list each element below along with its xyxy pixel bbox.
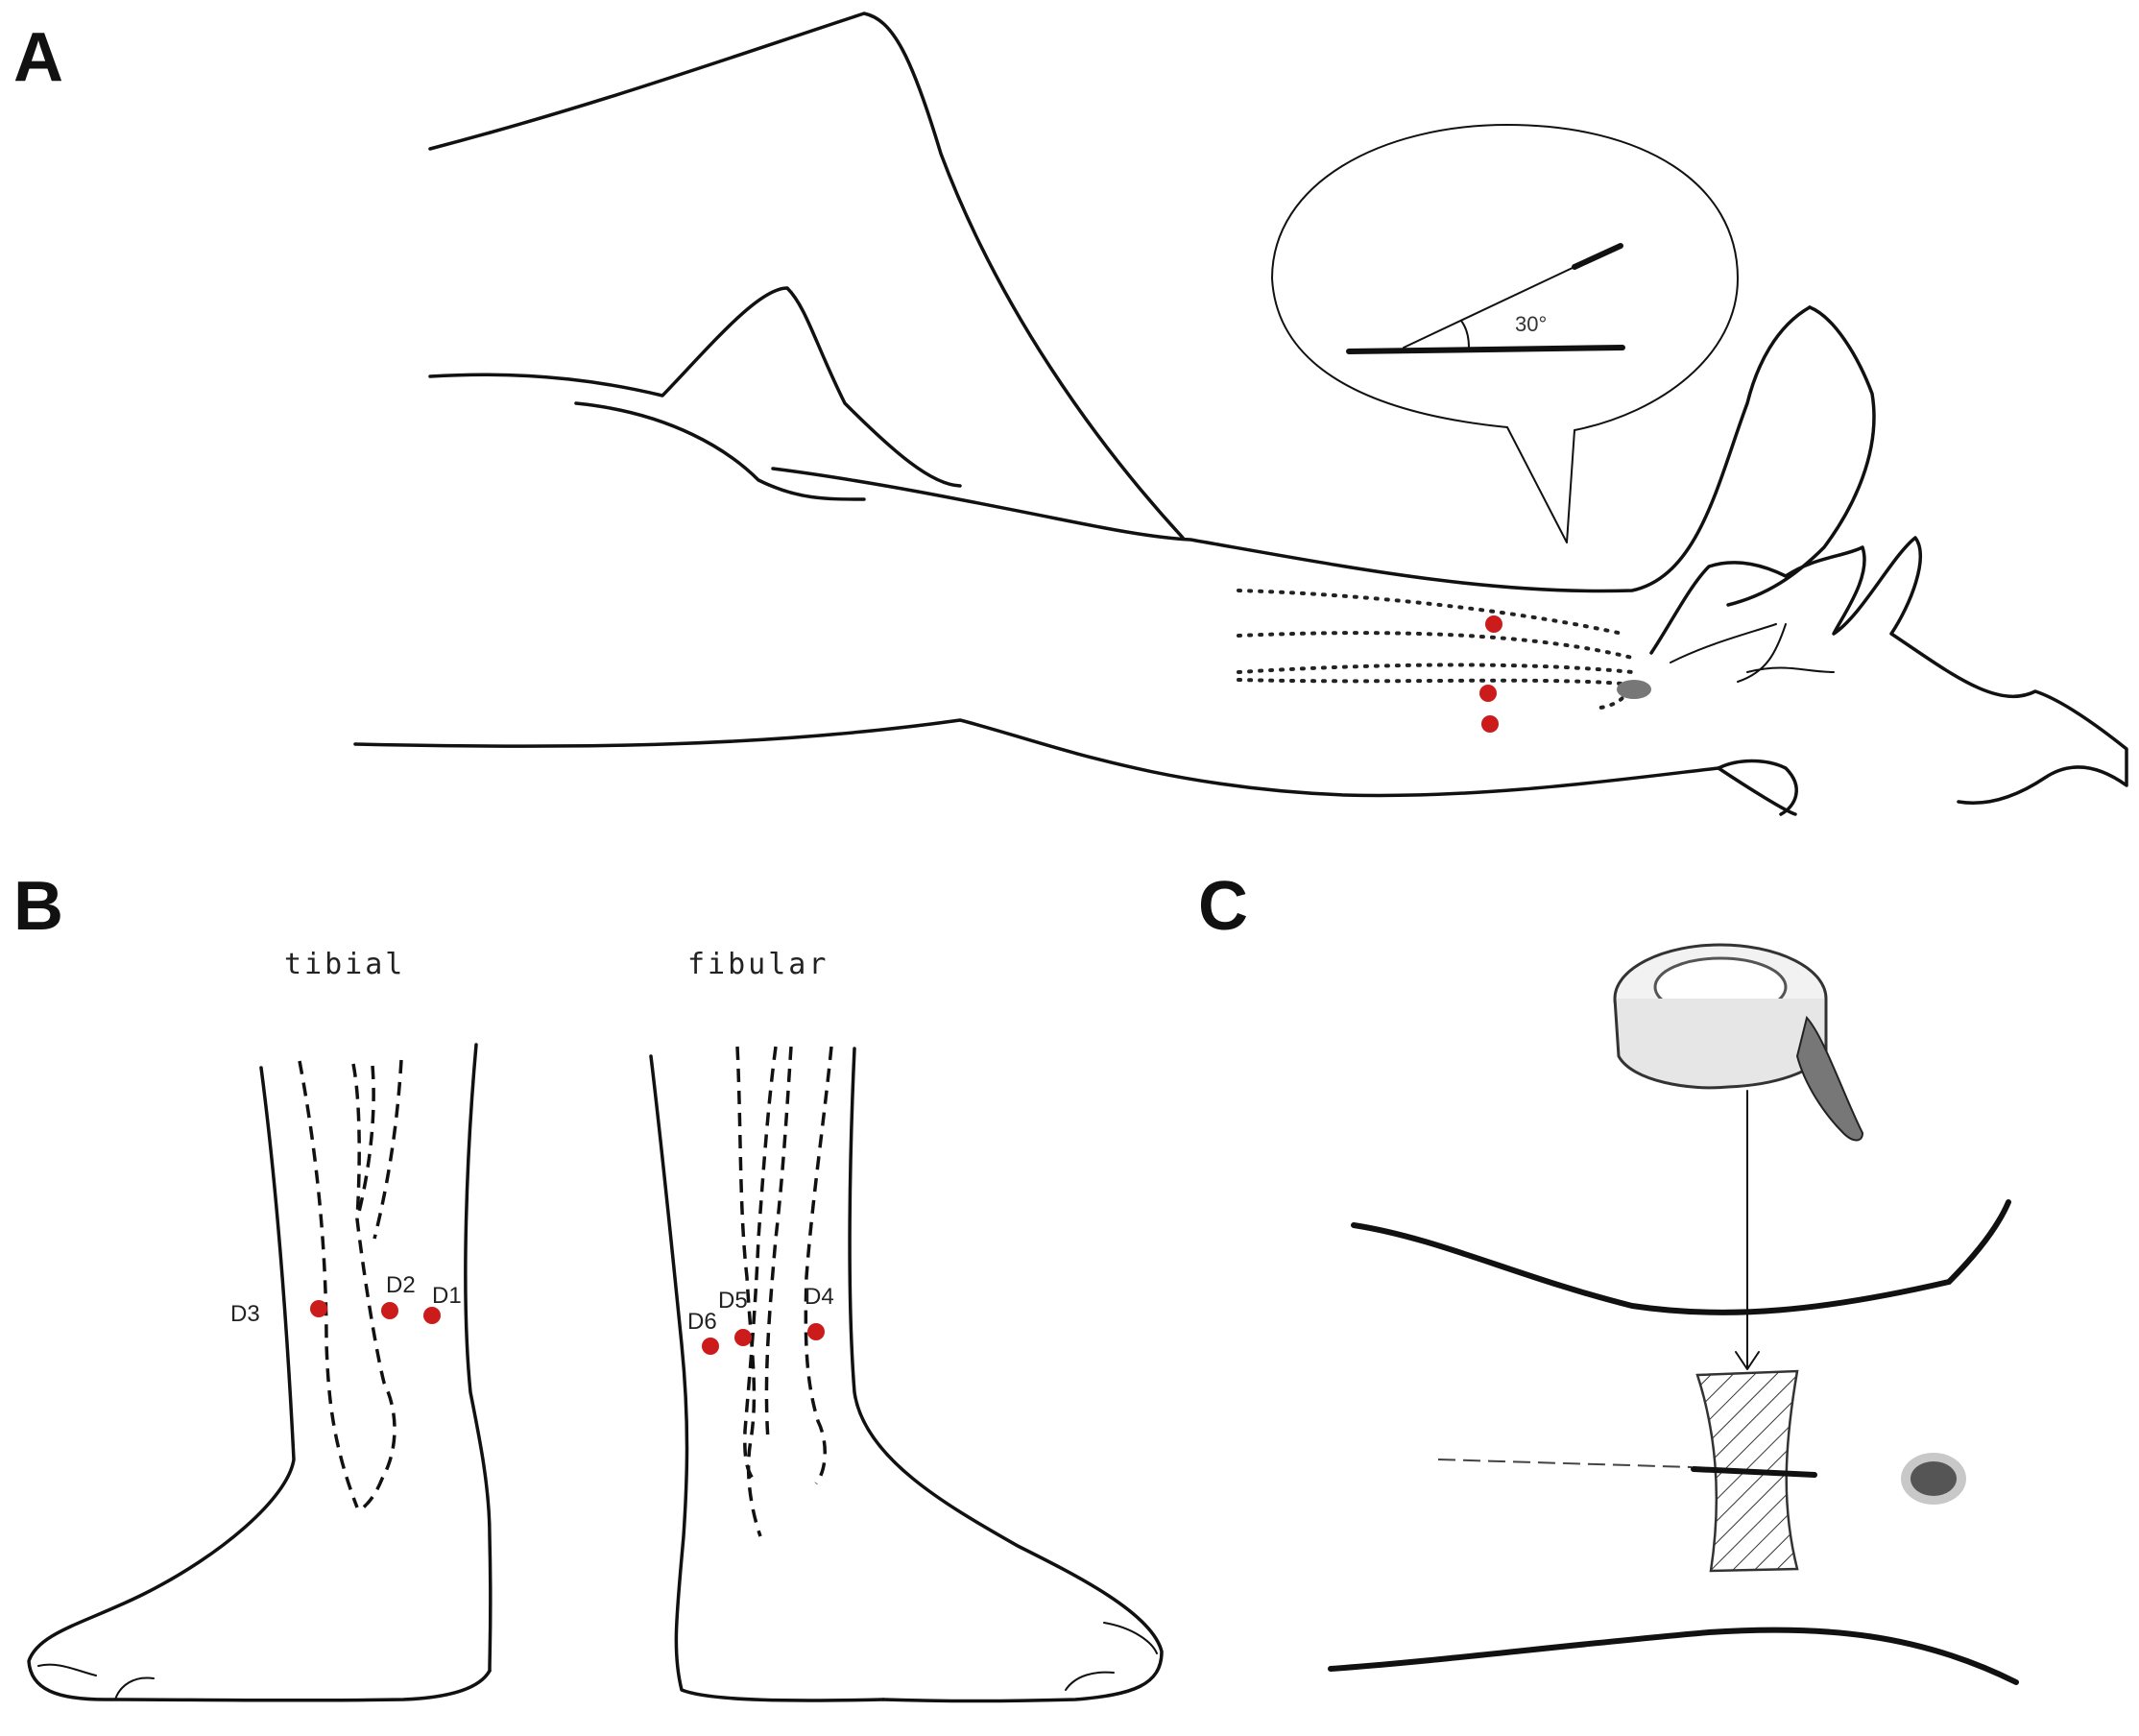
panel-a: A 30°: [13, 12, 2128, 816]
point-dot-a3: [1481, 715, 1499, 733]
tibial-leg-right: [464, 1043, 493, 1673]
panel-c-letter: C: [1198, 868, 1248, 945]
tape-roll-icon: [1613, 943, 1864, 1142]
point-dot-d5: [734, 1329, 752, 1346]
dotted-line-4: [1237, 678, 1628, 711]
point-dot-d1: [423, 1307, 441, 1324]
placement-arrowhead: [1735, 1351, 1760, 1370]
needle-hub: [1572, 243, 1623, 270]
foot-top: [1726, 305, 1876, 607]
hand-outline: [1649, 536, 2128, 805]
lower-leg-bottom: [353, 718, 1797, 816]
fibular-toes: [1065, 1622, 1158, 1691]
insertion-spot: [1617, 680, 1651, 699]
panel-a-letter: A: [13, 19, 63, 96]
angle-arc: [1460, 320, 1470, 349]
knee-crease: [574, 401, 866, 501]
dotted-line-3: [1237, 663, 1634, 674]
point-dot-a2: [1479, 685, 1497, 702]
point-dot-a1: [1485, 615, 1502, 633]
point-dot-d6: [702, 1338, 719, 1355]
dotted-line-2: [1237, 631, 1634, 660]
skin-upper-edge: [1351, 1199, 2011, 1315]
fibular-leg-right: [848, 1047, 1164, 1703]
point-dot-d3: [310, 1300, 327, 1317]
puncture-mark-core: [1911, 1461, 1957, 1496]
dotted-line-1: [1237, 589, 1624, 636]
tibial-tendon-4: [355, 1065, 375, 1220]
tibial-foot: D1 D2 D3: [27, 1043, 493, 1702]
fibular-tendon-2: [743, 1046, 778, 1480]
skin-surface-line: [1346, 345, 1625, 354]
tibial-leg-left: [27, 1066, 492, 1702]
tibial-tendon-2: [351, 1063, 397, 1511]
tibial-toes: [37, 1663, 155, 1700]
fibular-leg-left: [649, 1054, 885, 1702]
lower-leg-top: [771, 305, 1812, 593]
point-label-d1: D1: [432, 1283, 462, 1309]
tibial-label: tibial: [284, 948, 405, 981]
fibular-label: fibular: [687, 948, 829, 981]
panel-b-letter: B: [13, 868, 63, 945]
needle-dashed-track: [1437, 1459, 1693, 1468]
panel-b: B tibial fibular D1 D2 D3: [13, 868, 1164, 1703]
heel-curve: [1717, 759, 1798, 816]
skin-lower-edge: [1328, 1627, 2019, 1685]
point-dot-d2: [381, 1302, 398, 1319]
point-label-d5: D5: [718, 1288, 748, 1314]
fibular-tendon-3: [764, 1046, 793, 1441]
raised-leg-inner: [428, 286, 962, 488]
fibular-tendon-4: [804, 1046, 833, 1485]
callout-bubble: [1271, 124, 1739, 543]
tibial-tendon-1: [298, 1060, 359, 1508]
fibular-foot: D4 D5 D6: [649, 1046, 1164, 1703]
point-label-d3: D3: [230, 1301, 260, 1327]
needle-shaft: [1403, 266, 1575, 349]
needle-under-patch: [1691, 1466, 1817, 1478]
point-label-d4: D4: [805, 1284, 834, 1310]
panel-c: C: [1198, 868, 2019, 1685]
hand-fingers: [1670, 623, 1835, 683]
point-label-d2: D2: [386, 1272, 416, 1298]
angle-label: 30°: [1515, 312, 1547, 336]
raised-leg-outline: [428, 12, 1185, 540]
tibial-tendon-3: [373, 1059, 403, 1240]
point-label-d6: D6: [687, 1309, 717, 1335]
point-dot-d4: [807, 1323, 825, 1340]
